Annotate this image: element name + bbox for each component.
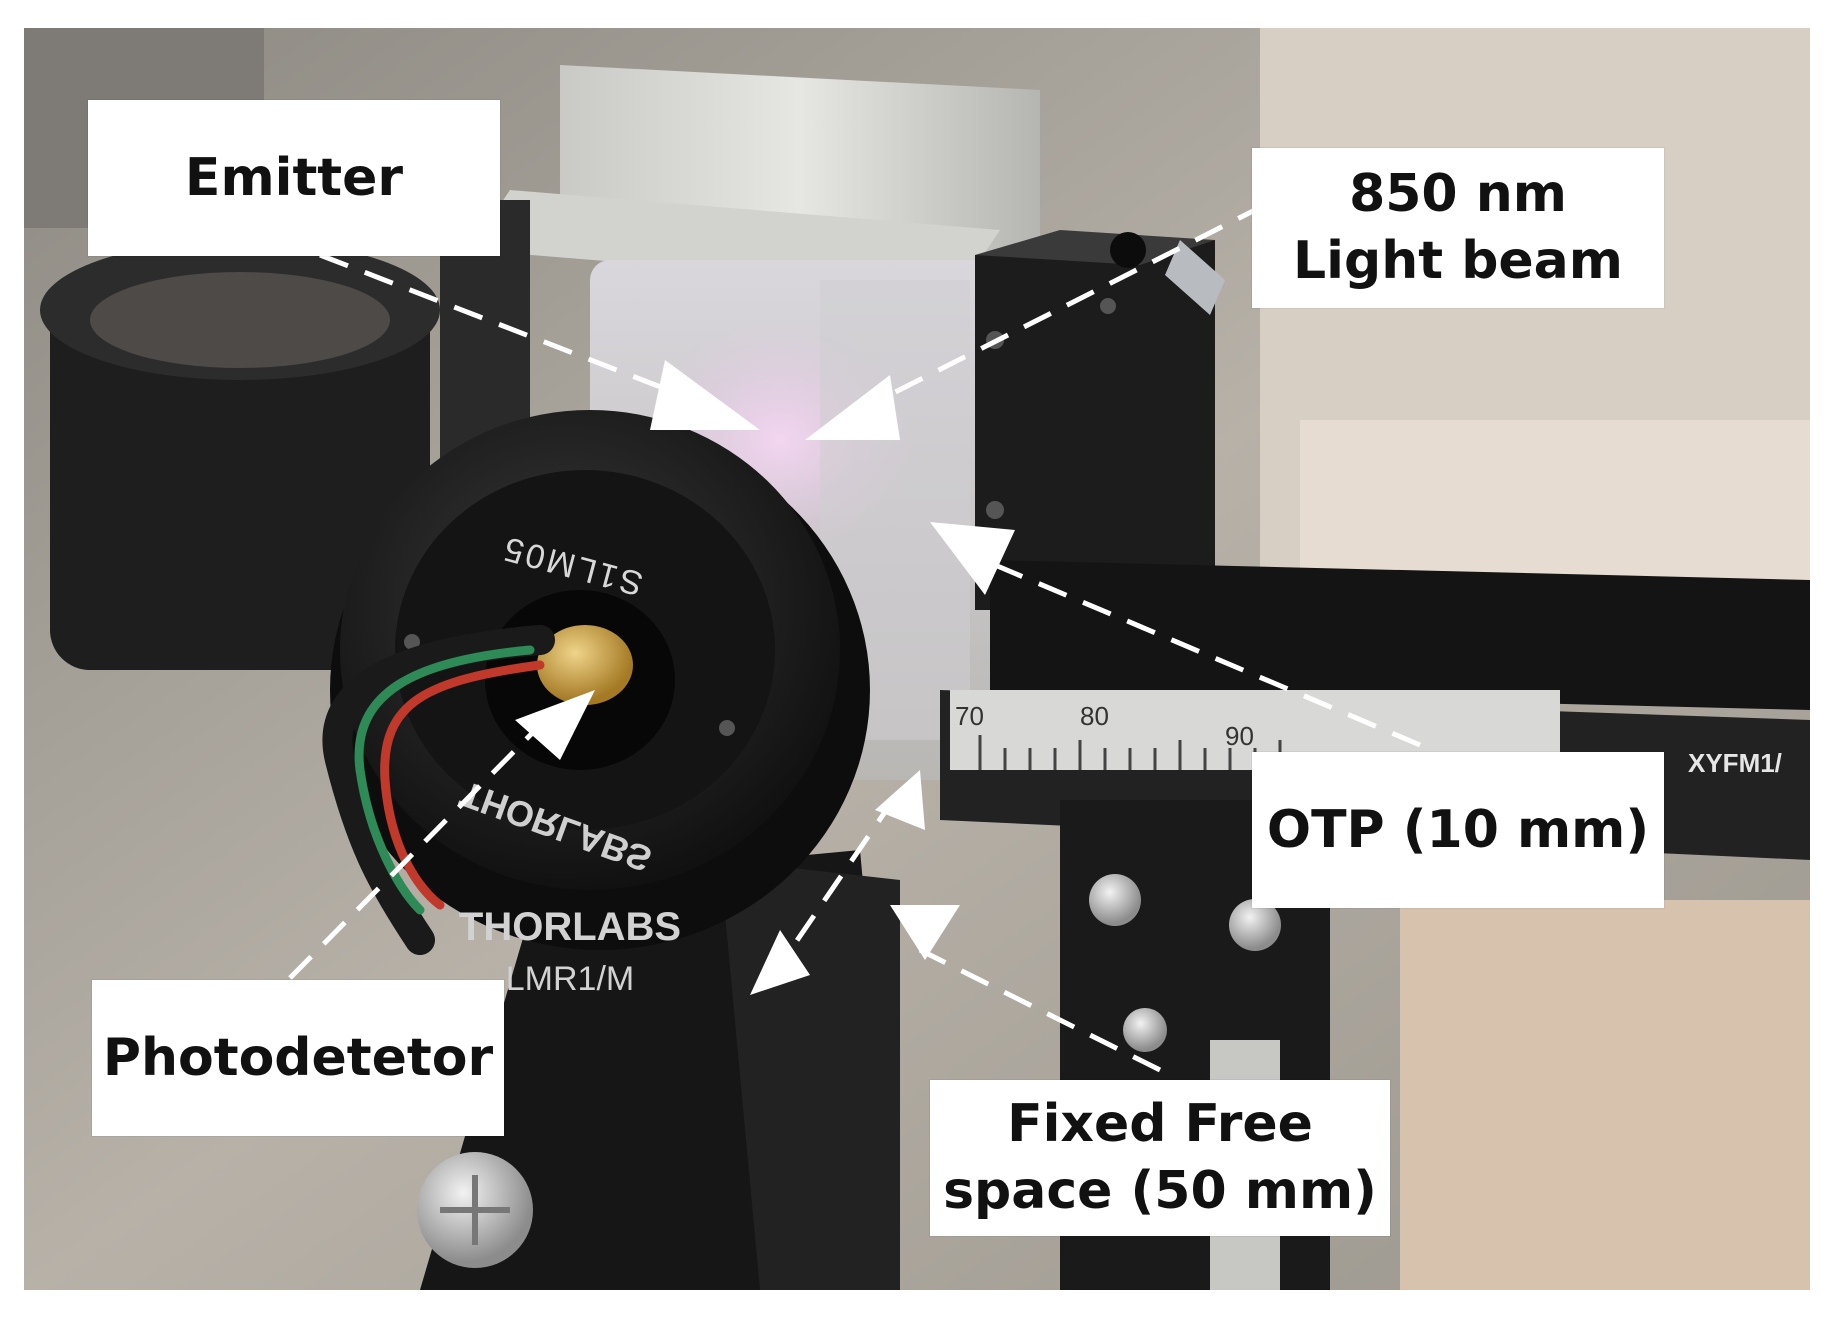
light-beam-label-line1: 850 nm (1349, 164, 1567, 225)
screw-icon (1229, 899, 1281, 951)
photodetector-mount: S1LM05 THORLABS THORLABS LMR1/M (330, 410, 870, 998)
photodetector-arrow-line (288, 703, 562, 980)
free-space-arrowhead-down (750, 930, 810, 995)
photodetector-arrowhead (515, 690, 595, 760)
mount-model-label: LMR1/M (506, 960, 634, 998)
background-lens-tube (24, 28, 440, 670)
free-space-arrowhead-up (875, 770, 925, 830)
otp-arrow-line (994, 562, 1421, 748)
screw-icon (1089, 874, 1141, 926)
brand-label: THORLABS (459, 905, 681, 949)
free-space-label-line1: Fixed Free (1007, 1094, 1313, 1155)
emitter-arrow-line (319, 252, 721, 413)
scale-label-70: 70 (955, 701, 984, 731)
free-space-callout: Fixed Free space (50 mm) (930, 1080, 1390, 1236)
screw-icon (1123, 1008, 1167, 1052)
free-space-label-line2: space (50 mm) (943, 1161, 1377, 1221)
free-space-arrowhead-right (890, 905, 960, 960)
otp-callout: OTP (10 mm) (1252, 752, 1664, 908)
detector-wires (322, 625, 555, 955)
otp-label: OTP (10 mm) (1266, 799, 1650, 860)
emitter-arrowhead (650, 360, 760, 430)
light-beam-callout: 850 nm Light beam (1252, 148, 1664, 308)
annotation-arrows (288, 202, 1421, 1073)
black-mount (975, 230, 1225, 610)
light-beam-label-line2: Light beam (1293, 231, 1623, 291)
photodetector-callout: Photodetetor (92, 980, 504, 1136)
emitter-callout: Emitter (88, 100, 500, 256)
light-beam-arrowhead (805, 375, 900, 440)
emitter-label: Emitter (184, 147, 404, 208)
arrowheads (515, 360, 1015, 995)
scale-label-90: 90 (1225, 721, 1254, 751)
photodetector-label: Photodetetor (102, 1027, 494, 1088)
free-space-arrow-line-2 (767, 788, 903, 982)
otp-arrowhead (930, 522, 1015, 595)
sensor-chip (537, 625, 633, 705)
stage-model-label: XYFM1/ (1688, 748, 1782, 778)
light-beam-arrow-line (838, 202, 1267, 423)
scale-label-80: 80 (1080, 701, 1109, 731)
